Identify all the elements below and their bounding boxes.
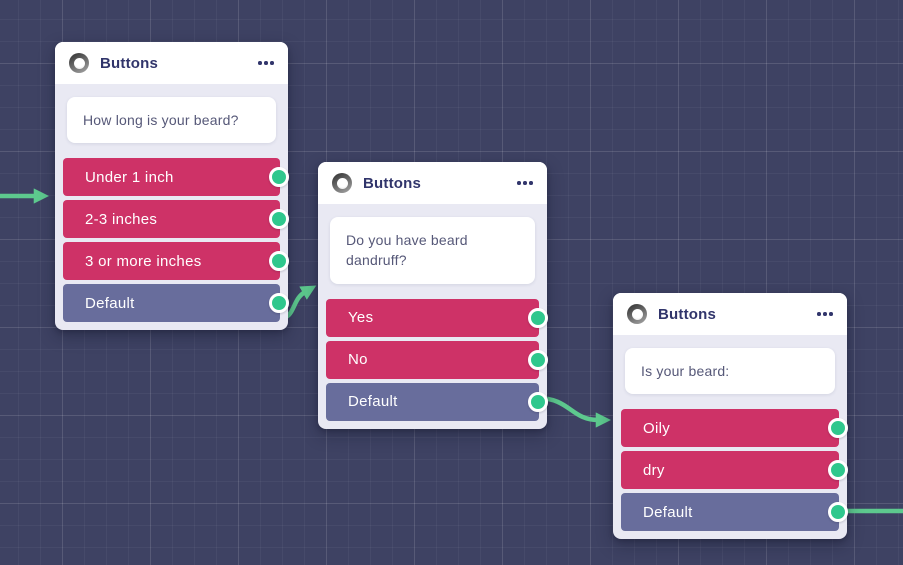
choice-button-label: Under 1 inch bbox=[85, 168, 174, 186]
connection-port[interactable] bbox=[269, 251, 289, 272]
connection-port[interactable] bbox=[269, 209, 289, 230]
question-message[interactable]: How long is your beard? bbox=[67, 97, 276, 144]
choice-button-label: Oily bbox=[643, 419, 671, 437]
flow-node-buttons-1[interactable]: Buttons How long is your beard? Under 1 … bbox=[55, 42, 289, 331]
more-options-icon[interactable] bbox=[817, 308, 833, 320]
default-button-label: Default bbox=[348, 393, 398, 411]
connection-port[interactable] bbox=[528, 307, 548, 328]
choice-button[interactable]: 2-3 inches bbox=[63, 200, 289, 239]
default-button-label: Default bbox=[643, 503, 693, 521]
buttons-block-icon bbox=[627, 304, 647, 324]
default-button[interactable]: Default bbox=[621, 493, 848, 532]
choice-button[interactable]: 3 or more inches bbox=[63, 242, 289, 281]
buttons-block-icon bbox=[332, 173, 352, 193]
choice-button-label: Yes bbox=[348, 309, 374, 327]
node-header[interactable]: Buttons bbox=[613, 293, 847, 335]
default-button-label: Default bbox=[85, 294, 135, 312]
node-title: Buttons bbox=[363, 174, 422, 192]
node-title: Buttons bbox=[100, 54, 159, 72]
node-header[interactable]: Buttons bbox=[318, 162, 547, 204]
node-header[interactable]: Buttons bbox=[55, 42, 288, 84]
choice-button[interactable]: dry bbox=[621, 451, 848, 490]
connection-port[interactable] bbox=[269, 167, 289, 188]
connection-port[interactable] bbox=[828, 460, 848, 481]
question-message[interactable]: Is your beard: bbox=[625, 348, 835, 395]
connection-port[interactable] bbox=[828, 418, 848, 439]
choice-button[interactable]: No bbox=[326, 340, 548, 379]
node-body: Is your beard: Oily dry Default bbox=[613, 335, 848, 539]
choice-button-label: 2-3 inches bbox=[85, 210, 158, 228]
choice-button-label: 3 or more inches bbox=[85, 252, 202, 270]
choice-button-label: No bbox=[348, 351, 368, 369]
choice-button[interactable]: Oily bbox=[621, 409, 848, 448]
question-message[interactable]: Do you have beard dandruff? bbox=[330, 217, 535, 284]
choice-button-label: dry bbox=[643, 461, 665, 479]
connection-port[interactable] bbox=[828, 502, 848, 523]
connection-port[interactable] bbox=[528, 391, 548, 412]
connection-port[interactable] bbox=[269, 293, 289, 314]
choice-button[interactable]: Yes bbox=[326, 298, 548, 337]
flow-node-buttons-3[interactable]: Buttons Is your beard: Oily dry Default bbox=[613, 293, 848, 540]
connection-port[interactable] bbox=[528, 349, 548, 370]
node-body: How long is your beard? Under 1 inch 2-3… bbox=[55, 84, 289, 330]
default-button[interactable]: Default bbox=[63, 284, 289, 323]
node-title: Buttons bbox=[658, 305, 717, 323]
flow-node-buttons-2[interactable]: Buttons Do you have beard dandruff? Yes … bbox=[318, 162, 548, 429]
more-options-icon[interactable] bbox=[517, 177, 533, 189]
buttons-block-icon bbox=[69, 53, 89, 73]
more-options-icon[interactable] bbox=[258, 57, 274, 69]
default-button[interactable]: Default bbox=[326, 382, 548, 421]
node-body: Do you have beard dandruff? Yes No Defau… bbox=[318, 204, 548, 429]
choice-button[interactable]: Under 1 inch bbox=[63, 158, 289, 197]
